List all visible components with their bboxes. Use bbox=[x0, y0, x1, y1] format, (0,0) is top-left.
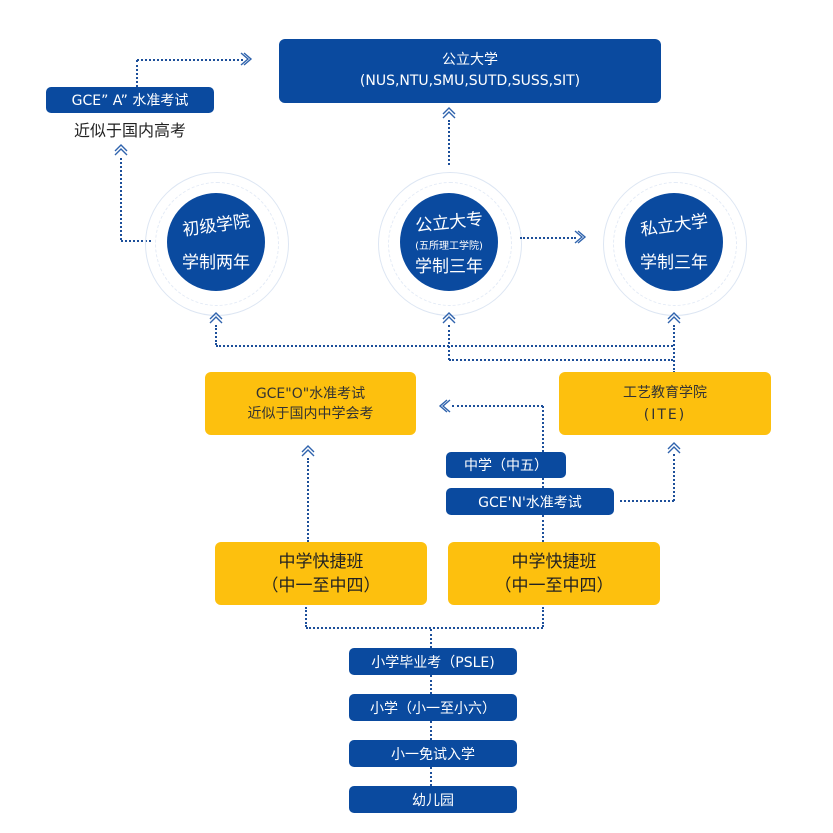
public-university-list: (NUS,NTU,SMU,SUTD,SUSS,SIT) bbox=[359, 73, 581, 89]
ite-title: 工艺教育学院 bbox=[623, 384, 707, 401]
psle-box: 小学毕业考（PSLE) bbox=[349, 648, 517, 675]
polytechnic-title: 公立大专 bbox=[414, 208, 485, 236]
connector-line bbox=[448, 120, 450, 165]
kindergarten-box: 幼儿园 bbox=[349, 786, 517, 813]
connector-line bbox=[620, 500, 674, 502]
connector-line bbox=[216, 345, 673, 347]
decorative-ring bbox=[388, 182, 512, 306]
gce-o-level-label: GCE"O"水准考试 bbox=[255, 385, 366, 402]
secondary-express-box: 中学快捷班 （中一至中四） bbox=[448, 542, 660, 605]
primary-school-box: 小学（小一至小六） bbox=[349, 694, 517, 721]
gce-a-level-note: 近似于国内高考 bbox=[73, 121, 186, 140]
chevron-up-icon bbox=[667, 310, 681, 324]
connector-line bbox=[452, 405, 543, 407]
gce-a-level-box: GCE” A” 水准考试 bbox=[46, 87, 214, 113]
chevron-right-icon bbox=[574, 230, 588, 244]
chevron-left-icon bbox=[437, 399, 451, 413]
private-university-duration: 学制三年 bbox=[640, 253, 708, 273]
connector-line bbox=[448, 325, 450, 360]
public-university-title: 公立大学 bbox=[442, 52, 498, 68]
chevron-up-icon bbox=[114, 142, 128, 156]
connector-line bbox=[137, 59, 243, 61]
connector-line bbox=[542, 478, 544, 488]
junior-college-title: 初级学院 bbox=[181, 211, 252, 241]
connector-line bbox=[430, 767, 432, 786]
connector-line bbox=[430, 721, 432, 740]
connector-line bbox=[305, 607, 307, 627]
connector-line bbox=[306, 627, 543, 629]
primary-admission-box: 小一免试入学 bbox=[349, 740, 517, 767]
private-university-title: 私立大学 bbox=[639, 211, 710, 241]
connector-line bbox=[673, 325, 675, 373]
connector-line bbox=[542, 515, 544, 542]
chevron-up-icon bbox=[301, 443, 315, 457]
gce-o-level-box: GCE"O"水准考试 近似于国内中学会考 bbox=[205, 372, 416, 435]
chevron-up-icon bbox=[442, 310, 456, 324]
secondary-express-years: （中一至中四） bbox=[494, 575, 614, 596]
junior-college-duration: 学制两年 bbox=[182, 253, 250, 273]
connector-line bbox=[215, 325, 217, 345]
private-university-circle: 私立大学 学制三年 bbox=[625, 193, 723, 291]
chevron-up-icon bbox=[209, 310, 223, 324]
secondary-express-title: 中学快捷班 bbox=[278, 551, 364, 572]
decorative-ring bbox=[378, 172, 522, 316]
connector-line bbox=[542, 607, 544, 627]
decorative-ring bbox=[613, 182, 737, 306]
gce-n-level-box: GCE'N'水准考试 bbox=[446, 488, 614, 515]
junior-college-circle: 初级学院 学制两年 bbox=[167, 193, 265, 291]
connector-line bbox=[121, 240, 151, 242]
decorative-ring bbox=[155, 182, 279, 306]
connector-line bbox=[307, 458, 309, 542]
connector-line bbox=[449, 359, 673, 361]
secondary-five-box: 中学（中五） bbox=[446, 452, 566, 478]
gce-o-level-note: 近似于国内中学会考 bbox=[247, 405, 374, 422]
chevron-up-icon bbox=[442, 105, 456, 119]
connector-line bbox=[430, 629, 432, 648]
connector-line bbox=[520, 237, 576, 239]
connector-line bbox=[120, 158, 122, 240]
public-university-box: 公立大学 (NUS,NTU,SMU,SUTD,SUSS,SIT) bbox=[279, 39, 661, 103]
connector-line bbox=[673, 454, 675, 501]
polytechnic-subtitle: (五所理工学院) bbox=[415, 240, 483, 252]
secondary-express-title: 中学快捷班 bbox=[511, 551, 597, 572]
decorative-ring bbox=[603, 172, 747, 316]
chevron-right-icon bbox=[240, 52, 254, 66]
ite-box: 工艺教育学院 (ITE) bbox=[559, 372, 771, 435]
chevron-up-icon bbox=[667, 440, 681, 454]
connector-line bbox=[542, 406, 544, 452]
polytechnic-circle: 公立大专 (五所理工学院) 学制三年 bbox=[400, 193, 498, 291]
secondary-express-years: （中一至中四） bbox=[261, 575, 381, 596]
secondary-express-box: 中学快捷班 （中一至中四） bbox=[215, 542, 427, 605]
connector-line bbox=[136, 60, 138, 87]
ite-abbr: (ITE) bbox=[643, 406, 687, 423]
connector-line bbox=[430, 675, 432, 694]
decorative-ring bbox=[145, 172, 289, 316]
polytechnic-duration: 学制三年 bbox=[415, 256, 483, 277]
